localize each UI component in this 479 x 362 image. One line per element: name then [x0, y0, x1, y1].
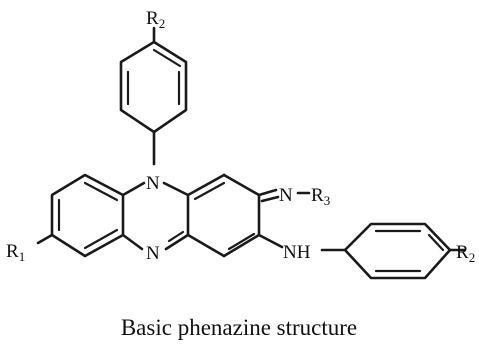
left-benzo-ring: [50, 173, 125, 258]
label-imine-n: N: [279, 185, 293, 206]
label-r3: R3: [311, 185, 330, 208]
imine-double-bond-a: [257, 188, 278, 197]
label-r2-top: R2: [146, 8, 165, 31]
central-pyrazine-ring: [121, 181, 190, 251]
label-r1: R1: [6, 241, 25, 264]
caption: Basic phenazine structure: [121, 315, 357, 340]
label-n-bottom: N: [146, 243, 160, 264]
label-nh: NH: [283, 242, 311, 263]
top-phenyl-ring: [119, 40, 188, 134]
bond-ring-to-nh: [257, 233, 284, 249]
imine-double-bond-b: [260, 195, 280, 203]
right-quinoid-ring: [186, 173, 261, 258]
label-r2-right: R2: [456, 242, 475, 265]
right-phenyl-ring: [343, 222, 452, 280]
bond-r1: [36, 233, 54, 245]
label-n-top: N: [146, 173, 160, 194]
